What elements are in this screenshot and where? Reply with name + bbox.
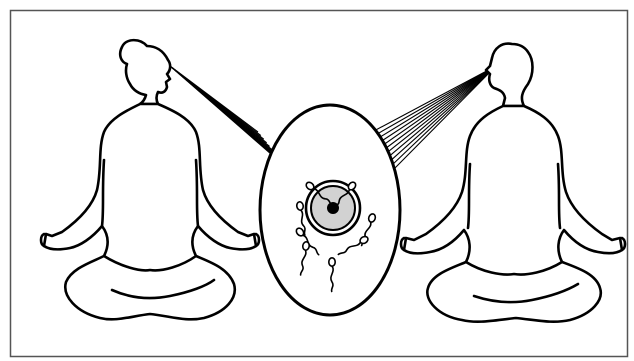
egg-cell-with-sperm-icon (260, 105, 400, 315)
meditating-man-icon (401, 44, 625, 322)
meditating-woman-icon (41, 40, 259, 319)
